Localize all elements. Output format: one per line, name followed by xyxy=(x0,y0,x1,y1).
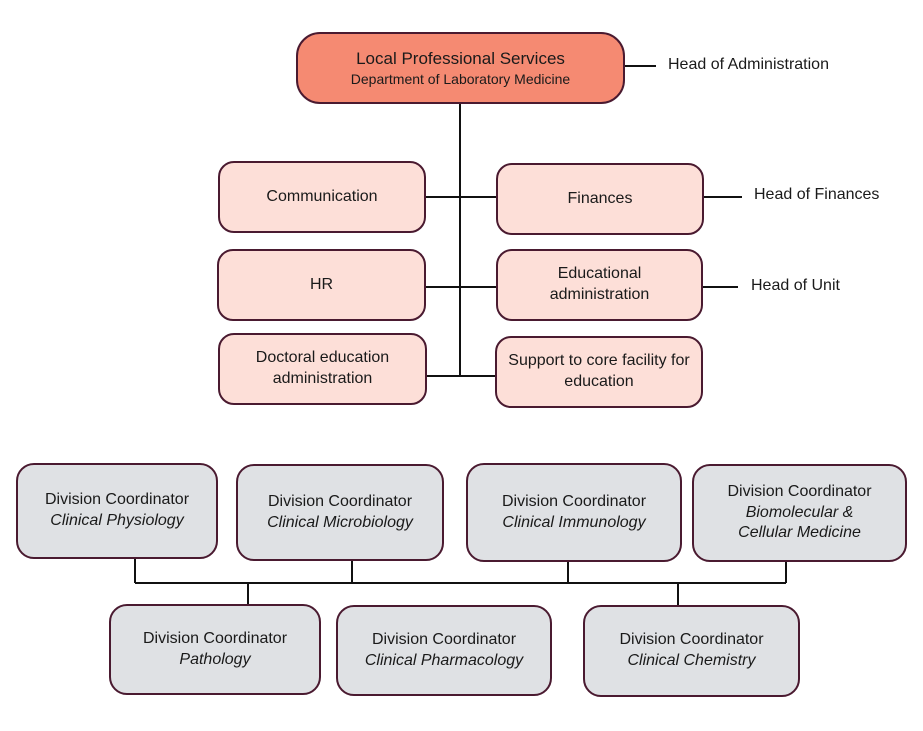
head-of-finances-label: Head of Finances xyxy=(754,186,880,203)
educational-administration-label: Educational administration xyxy=(549,265,650,303)
division-box-clinical-immunology: Division Coordinator Clinical Immunology xyxy=(466,463,682,562)
division-role: Division Coordinator xyxy=(44,491,190,509)
top-title: Local Professional Services xyxy=(356,48,565,68)
local-professional-services-box: Local Professional Services Department o… xyxy=(296,32,625,104)
finances-box: Finances xyxy=(496,163,704,235)
communication-box: Communication xyxy=(218,161,426,233)
division-role: Division Coordinator xyxy=(501,492,647,510)
educational-administration-box: Educational administration xyxy=(496,249,703,321)
division-name: Clinical Physiology xyxy=(50,512,184,529)
division-box-clinical-pharmacology: Division Coordinator Clinical Pharmacolo… xyxy=(336,605,552,696)
doctoral-education-administration-box: Doctoral education administration xyxy=(218,333,427,405)
hr-label: HR xyxy=(309,275,334,293)
division-role: Division Coordinator xyxy=(619,631,764,649)
head-of-administration-label: Head of Administration xyxy=(668,56,829,73)
support-core-facility-box: Support to core facility for education xyxy=(495,336,703,408)
head-of-unit-label: Head of Unit xyxy=(751,277,840,294)
division-role: Division Coordinator xyxy=(371,630,517,648)
division-role: Division Coordinator xyxy=(267,492,413,510)
top-subtitle: Department of Laboratory Medicine xyxy=(350,70,571,87)
division-role: Division Coordinator xyxy=(142,629,288,647)
division-name: Clinical Pharmacology xyxy=(364,651,524,669)
doctoral-education-administration-label: Doctoral education administration xyxy=(255,349,390,387)
division-name: Pathology xyxy=(179,650,251,668)
division-name: Clinical Microbiology xyxy=(267,513,413,531)
division-box-clinical-microbiology: Division Coordinator Clinical Microbiolo… xyxy=(236,464,444,561)
hr-box: HR xyxy=(217,249,426,321)
finances-label: Finances xyxy=(567,189,633,207)
division-name: Biomolecular & Cellular Medicine xyxy=(738,503,861,542)
division-box-pathology: Division Coordinator Pathology xyxy=(109,604,321,695)
communication-label: Communication xyxy=(266,187,378,205)
division-name: Clinical Chemistry xyxy=(627,652,756,669)
division-name: Clinical Immunology xyxy=(502,513,646,531)
division-box-biomolecular-cellular-medicine: Division Coordinator Biomolecular & Cell… xyxy=(692,464,907,562)
support-core-facility-label: Support to core facility for education xyxy=(508,352,690,390)
division-box-clinical-chemistry: Division Coordinator Clinical Chemistry xyxy=(583,605,800,697)
division-box-clinical-physiology: Division Coordinator Clinical Physiology xyxy=(16,463,218,559)
division-role: Division Coordinator xyxy=(727,482,872,500)
